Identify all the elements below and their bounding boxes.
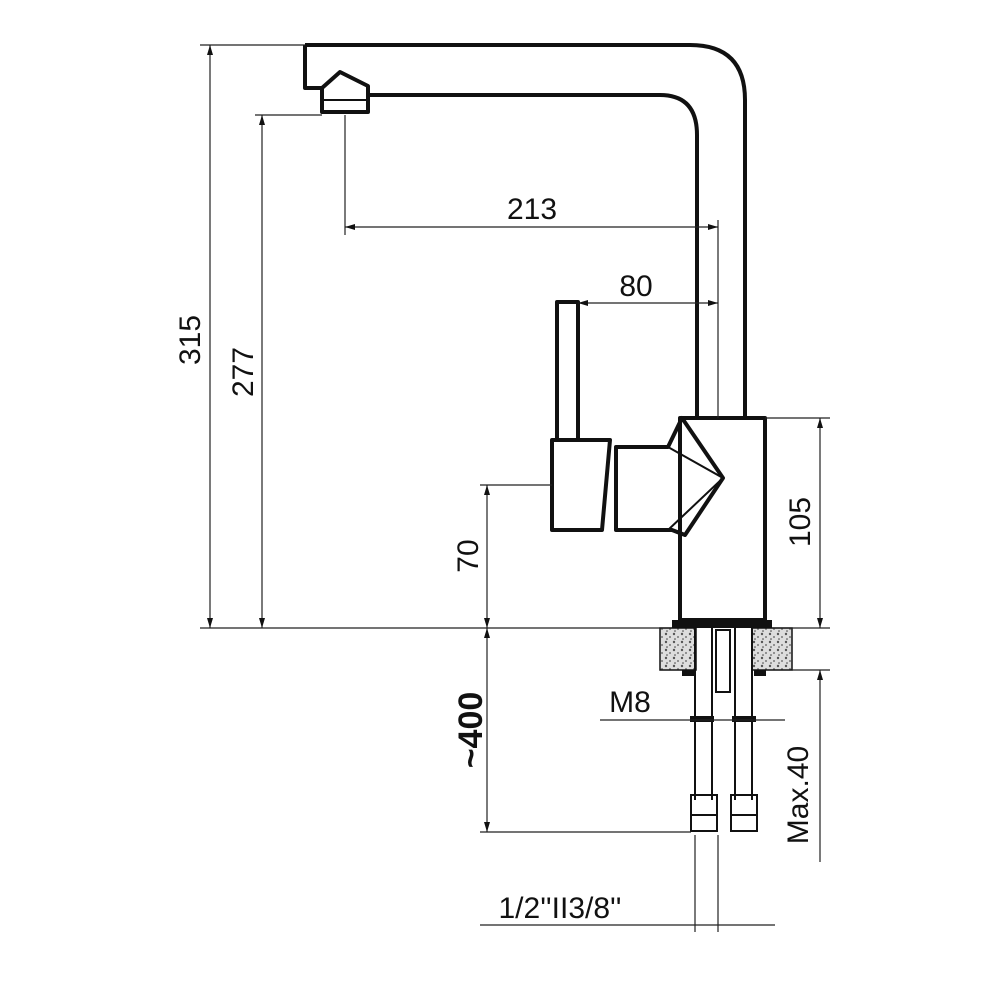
- aerator: [320, 70, 370, 114]
- label-handle-height: 70: [452, 539, 485, 572]
- label-total-height: 315: [174, 315, 207, 365]
- countertop-left: [659, 627, 697, 671]
- label-handle-offset: 80: [619, 270, 652, 303]
- countertop-right: [751, 627, 793, 671]
- label-spout-reach: 213: [507, 193, 557, 226]
- label-spout-height: 277: [227, 347, 260, 397]
- label-hose-length: ~400: [452, 692, 490, 769]
- handle-knob: [550, 438, 612, 532]
- faucet-outline: [303, 43, 793, 832]
- label-max-thickness: Max.40: [782, 746, 815, 844]
- label-body-height: 105: [784, 497, 817, 547]
- label-thread: M8: [609, 686, 651, 719]
- hose-nut-right: [730, 794, 758, 832]
- lever: [555, 300, 580, 442]
- handle-neck: [614, 416, 725, 537]
- base-plate: [672, 620, 772, 628]
- hose-nut-left: [690, 794, 718, 832]
- label-connection: 1/2''II3/8'': [499, 892, 622, 925]
- body: [678, 416, 767, 622]
- dimension-lines: [200, 44, 830, 932]
